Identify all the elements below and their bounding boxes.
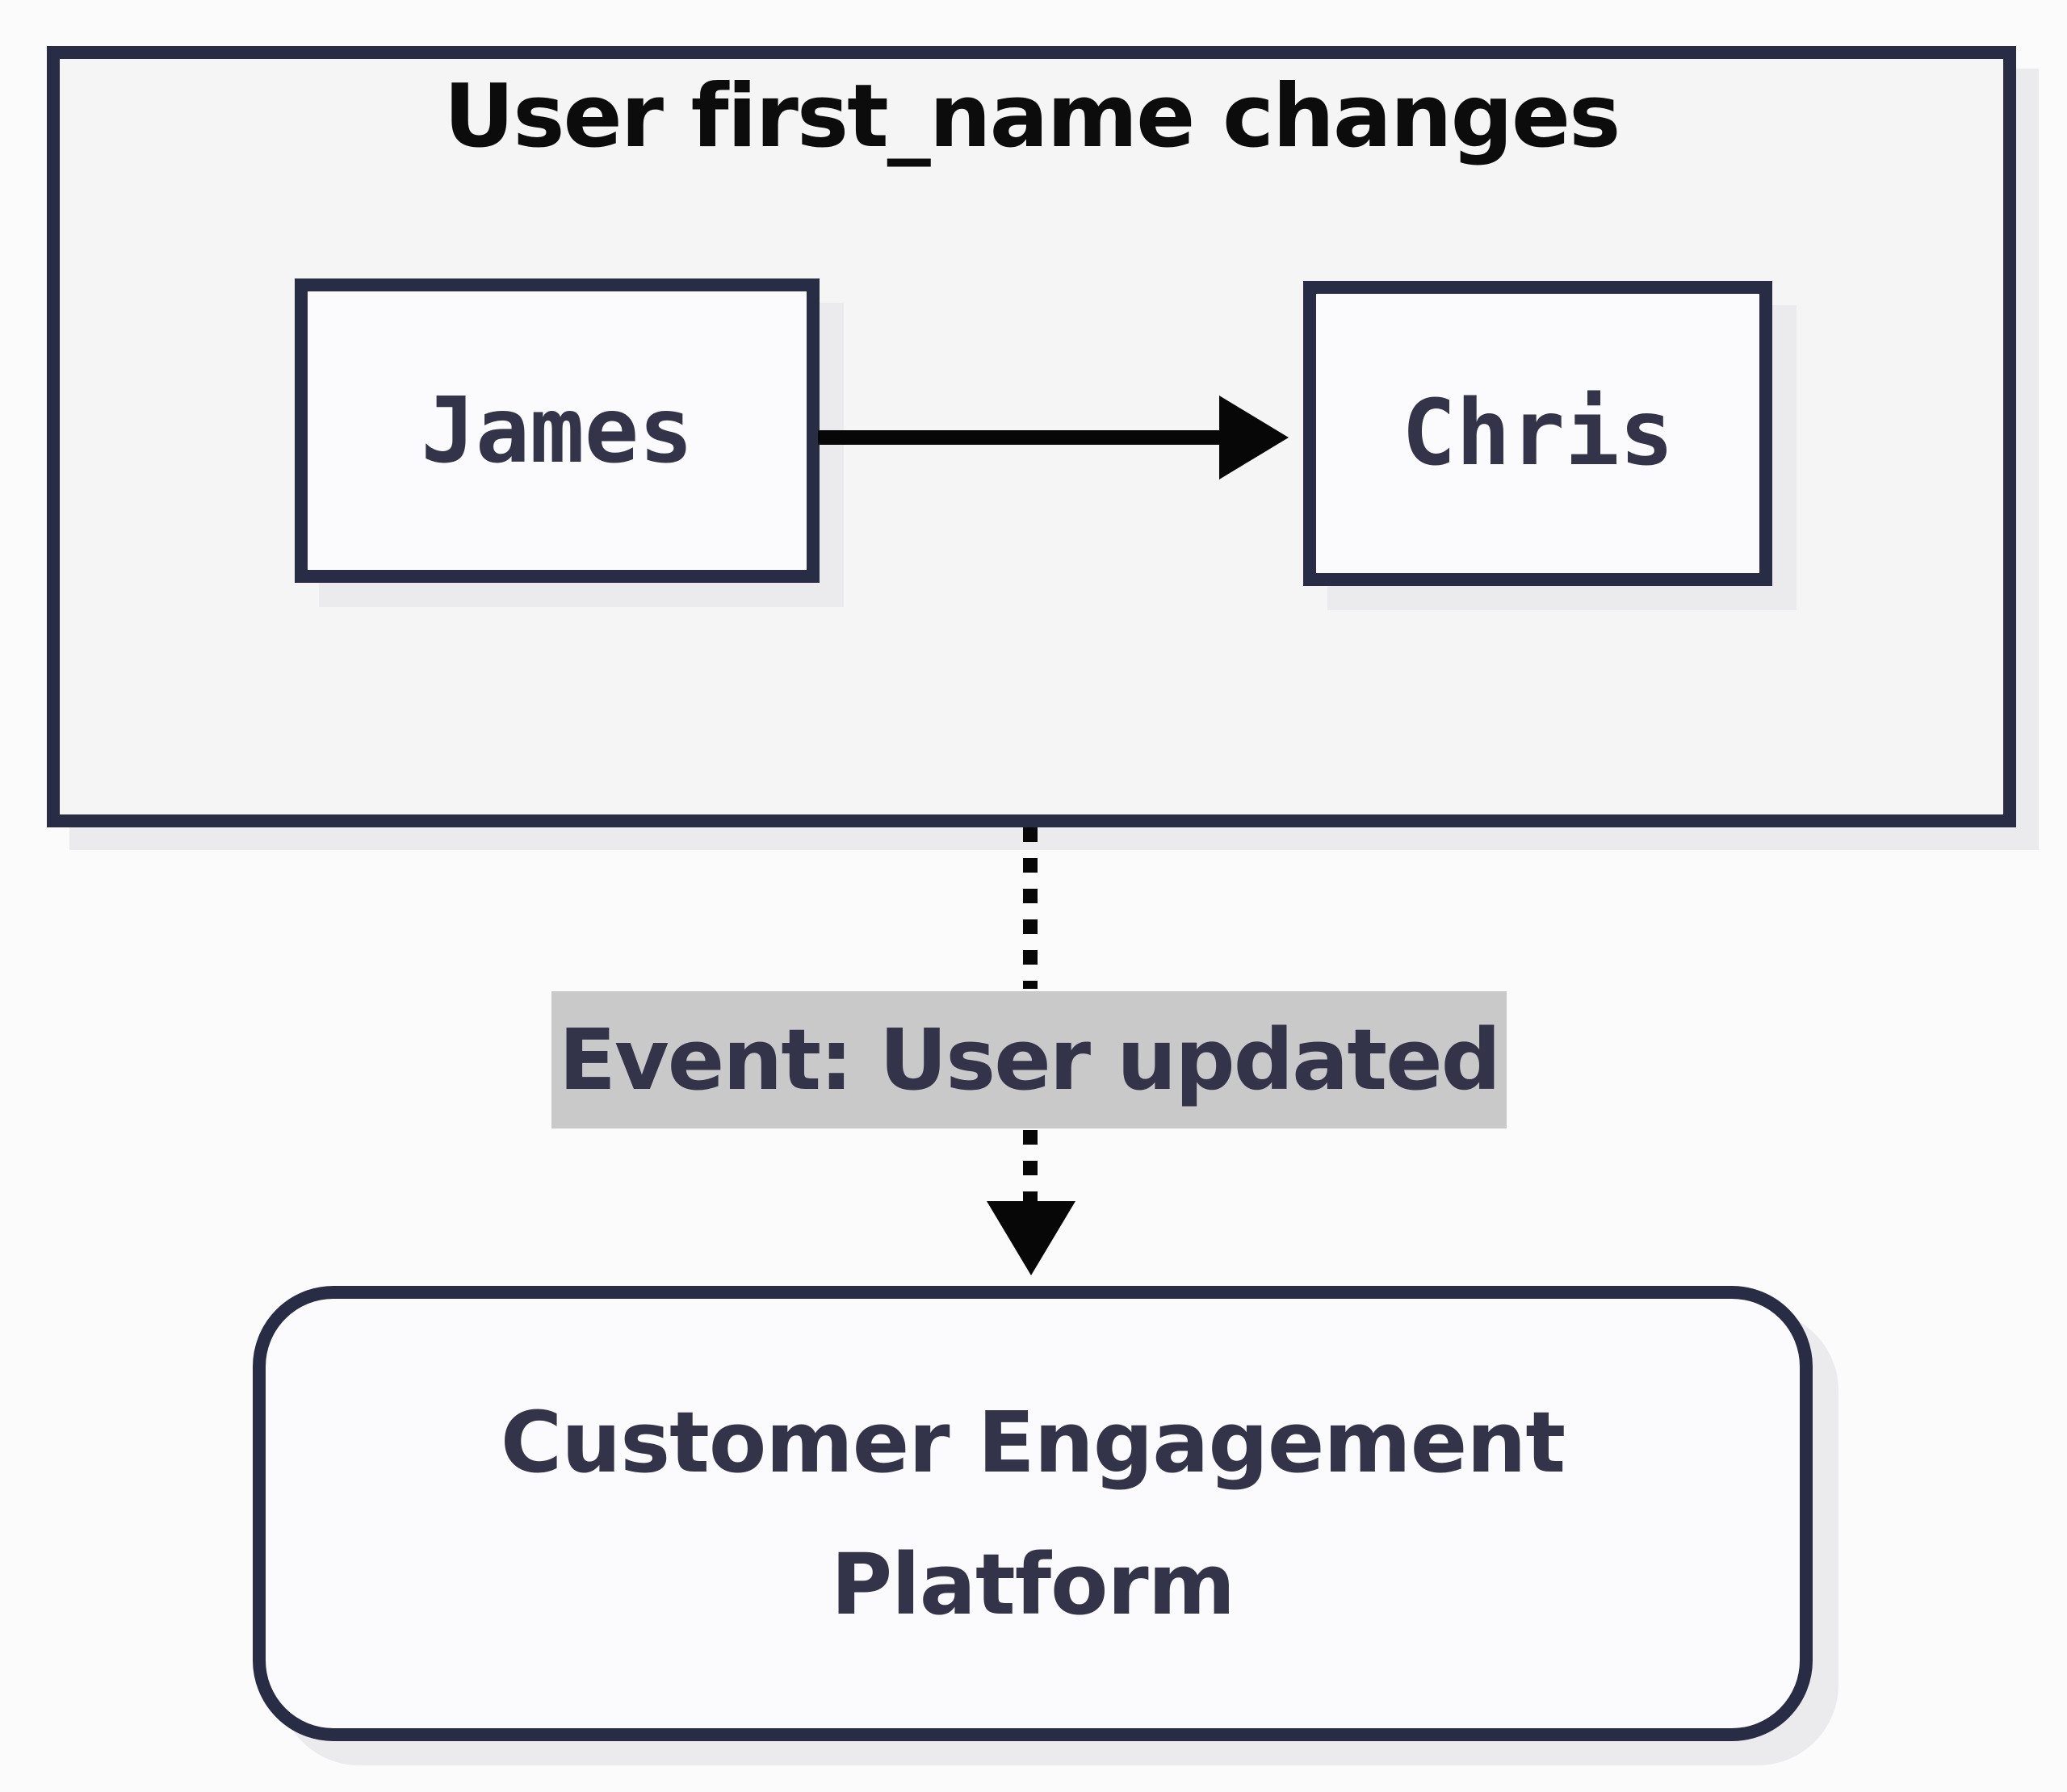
event-flow-dashed-line-top bbox=[1023, 827, 1038, 989]
platform-label: Customer Engagement Platform bbox=[500, 1393, 1566, 1634]
new-name-label: Chris bbox=[1401, 381, 1675, 486]
group-title: User first_name changes bbox=[443, 66, 1621, 167]
old-name-label: James bbox=[421, 378, 694, 484]
platform-node: Customer Engagement Platform bbox=[253, 1286, 1813, 1741]
arrow-down-icon bbox=[987, 1201, 1075, 1275]
event-flow-dashed-line-bottom bbox=[1023, 1130, 1038, 1203]
arrow-right-icon bbox=[1219, 396, 1289, 479]
event-label: Event: User updated bbox=[551, 991, 1507, 1128]
new-name-node: Chris bbox=[1303, 281, 1772, 586]
name-change-arrow-line bbox=[818, 430, 1222, 445]
old-name-node: James bbox=[295, 278, 820, 583]
